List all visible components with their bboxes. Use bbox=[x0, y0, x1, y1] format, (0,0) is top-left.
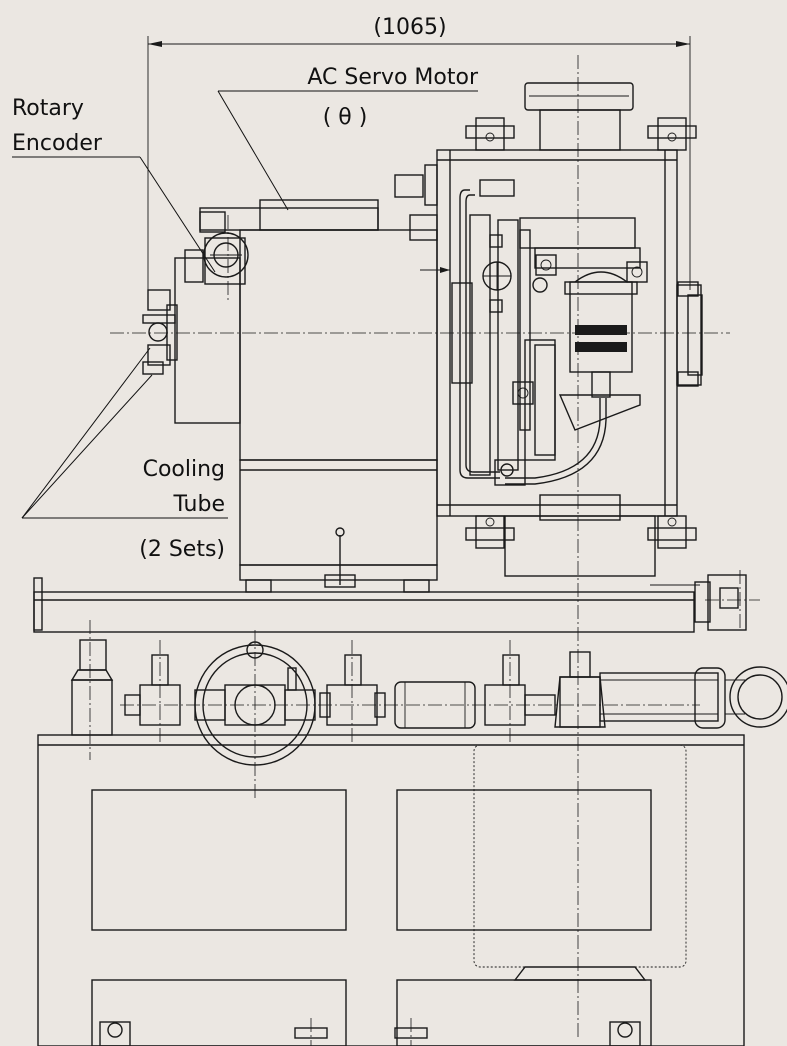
base-plate bbox=[33, 574, 747, 633]
lower-drive-train bbox=[70, 639, 787, 766]
cooling-label-line1: Cooling bbox=[143, 457, 225, 482]
cooling-label-line3: (2 Sets) bbox=[139, 537, 225, 562]
servo-motor-label: AC Servo Motor bbox=[307, 65, 479, 90]
encoder-label-line1: Rotary bbox=[12, 96, 84, 121]
rotary-drive-block bbox=[142, 199, 438, 593]
dimension-label: (1065) bbox=[373, 15, 446, 40]
lower-cabinet bbox=[37, 734, 745, 1046]
rotary-encoder-callout: Rotary Encoder bbox=[12, 96, 216, 273]
overall-width-dimension: (1065) bbox=[147, 15, 691, 300]
servo-axis-label: ( θ ) bbox=[323, 105, 368, 130]
cooling-label-line2: Tube bbox=[172, 492, 225, 517]
main-chamber bbox=[394, 82, 703, 577]
cooling-tube-callout: Cooling Tube (2 Sets) bbox=[21, 347, 228, 562]
center-lines bbox=[89, 55, 760, 1040]
servo-motor-callout: AC Servo Motor ( θ ) bbox=[217, 65, 479, 211]
encoder-label-line2: Encoder bbox=[12, 131, 103, 156]
